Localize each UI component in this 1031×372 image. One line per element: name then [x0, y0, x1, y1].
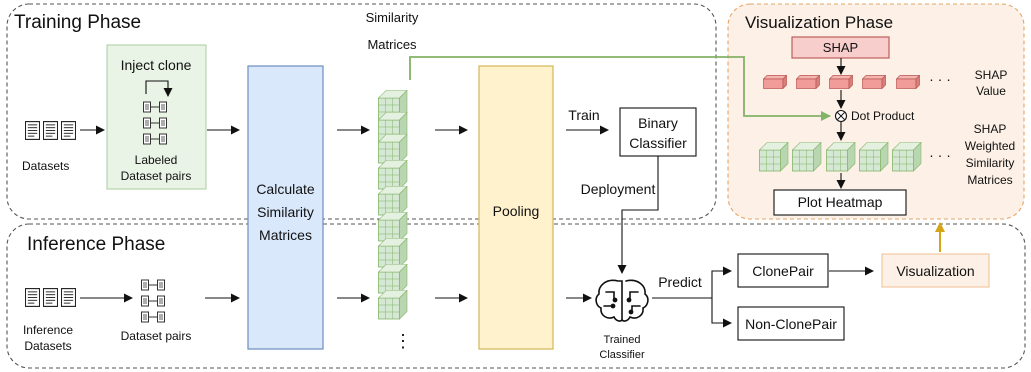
- labeled-pairs-label-1: Labeled: [135, 153, 178, 167]
- shap-value-label-2: Value: [976, 84, 1006, 98]
- calculate-label-2: Similarity: [257, 204, 314, 220]
- binary-classifier-label-1: Binary: [638, 115, 678, 131]
- matrix-cube: [378, 212, 408, 242]
- similarity-matrix-stack: [378, 90, 408, 320]
- non-clone-pair-label: Non-ClonePair: [745, 316, 837, 332]
- inject-clone-box: [106, 44, 207, 190]
- plot-heatmap-label: Plot Heatmap: [798, 194, 883, 210]
- binary-classifier-box: [619, 107, 697, 157]
- matrix-cube: [378, 264, 408, 294]
- labeled-pairs-label-2: Dataset pairs: [121, 169, 192, 183]
- matrix-cube: [378, 186, 408, 216]
- calculate-similarity-box: [247, 65, 324, 350]
- visualization-box: [881, 253, 990, 288]
- clone-pair-box: [737, 253, 829, 288]
- datasets-icon: [25, 121, 76, 140]
- brain-icon: [595, 279, 649, 322]
- dot-product-label: Dot Product: [851, 109, 915, 123]
- inference-datasets-label-2: Datasets: [24, 339, 71, 353]
- matrix-cube: [378, 238, 408, 268]
- predict-nonclone-arrow: [711, 298, 732, 328]
- inference-datasets-icon: [25, 288, 76, 307]
- shap-box-label: SHAP: [823, 40, 858, 55]
- non-clone-pair-box: [737, 306, 845, 341]
- trained-classifier-label-2: Classifier: [599, 349, 645, 361]
- stack-ellipsis: ⋮: [394, 331, 412, 351]
- loop-arrow: [145, 80, 173, 97]
- shap-value-label-1: SHAP: [975, 68, 1008, 82]
- datasets-label: Datasets: [22, 159, 69, 173]
- dot-product-icon: [834, 109, 848, 123]
- matrices-to-dot-arrow: [409, 56, 831, 121]
- inference-datasets-label-1: Inference: [23, 323, 73, 337]
- similarity-matrices-title-2: Matrices: [367, 37, 417, 52]
- pooling-label: Pooling: [493, 203, 540, 219]
- pooling-box: [478, 65, 554, 350]
- deployment-arrow: [617, 156, 659, 274]
- clone-pair-label: ClonePair: [752, 263, 814, 279]
- matrix-cube: [378, 290, 408, 320]
- predict-clone-arrow: [711, 266, 732, 298]
- calculate-label-1: Calculate: [256, 181, 315, 197]
- dataset-pairs-label: Dataset pairs: [121, 329, 192, 343]
- training-phase-title: Training Phase: [14, 12, 141, 33]
- shap-ellipsis: · · ·: [929, 71, 951, 87]
- train-label: Train: [568, 107, 599, 123]
- weighted-label-2: Weighted: [965, 139, 1015, 153]
- matrix-cube: [378, 160, 408, 190]
- dataset-pairs-icon: [141, 279, 165, 323]
- weighted-label-4: Matrices: [967, 173, 1012, 187]
- weighted-ellipsis: · · ·: [929, 147, 951, 163]
- visualization-phase-title: Visualization Phase: [745, 13, 893, 32]
- plot-heatmap-box: [773, 189, 907, 216]
- inject-clone-label: Inject clone: [121, 57, 192, 73]
- training-phase-panel: [6, 3, 717, 220]
- trained-classifier-label-1: Trained: [604, 334, 641, 346]
- visualization-label: Visualization: [896, 263, 974, 279]
- predict-label: Predict: [658, 274, 702, 290]
- binary-classifier-label-2: Classifier: [629, 135, 687, 151]
- inference-phase-title: Inference Phase: [27, 234, 165, 255]
- weighted-label-1: SHAP: [974, 122, 1007, 136]
- deployment-label: Deployment: [581, 181, 656, 197]
- calculate-label-3: Matrices: [259, 227, 312, 243]
- similarity-matrices-title-1: Similarity: [366, 10, 419, 25]
- weighted-label-3: Similarity: [966, 156, 1015, 170]
- matrix-cube: [378, 134, 408, 164]
- weighted-matrices-row: [759, 142, 922, 172]
